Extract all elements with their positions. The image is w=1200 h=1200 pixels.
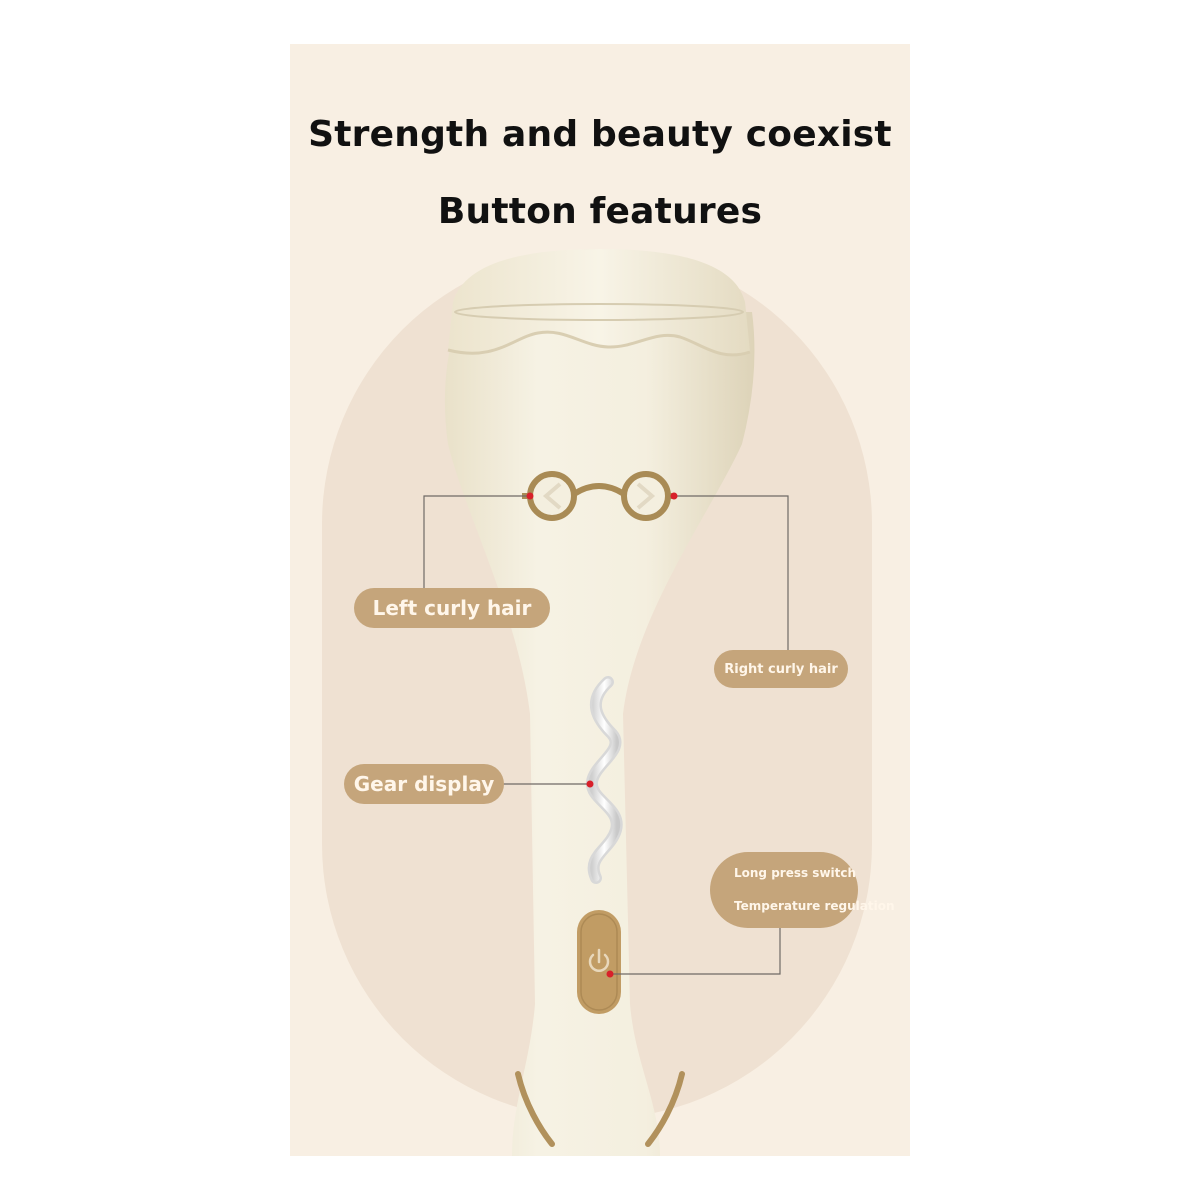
- power-button-label-line2: Temperature regulation: [734, 899, 895, 913]
- button-bridge: [572, 483, 626, 497]
- hair-curler-illustration: [423, 249, 789, 1156]
- left-curl-button: [527, 471, 577, 521]
- device-cap: [448, 249, 750, 355]
- leader-left: [423, 495, 530, 592]
- right-curl-button: [621, 471, 671, 521]
- bottom-accent-left: [515, 1071, 555, 1147]
- gear-display-label: Gear display: [344, 764, 504, 804]
- pointer-right: [670, 492, 678, 500]
- leader-right: [674, 495, 789, 650]
- page-title: Strength and beauty coexist: [308, 114, 892, 155]
- chevron-left-icon: [542, 482, 562, 510]
- bottom-accent-right: [645, 1071, 685, 1147]
- power-button-label: Long press switch Temperature regulation: [710, 852, 895, 928]
- pointer-left: [526, 492, 534, 500]
- chevron-right-icon: [636, 482, 656, 510]
- leader-power: [610, 928, 781, 975]
- power-icon: [588, 948, 610, 972]
- product-panel: Strength and beauty coexist Button featu…: [290, 44, 910, 1156]
- pointer-gear: [586, 780, 594, 788]
- left-curly-hair-label: Left curly hair: [354, 588, 550, 628]
- leader-lines: [423, 495, 789, 975]
- power-button-label-line1: Long press switch: [734, 866, 857, 880]
- pointer-dots: [526, 492, 678, 978]
- cap-wave-edge: [447, 330, 751, 357]
- page-subtitle: Button features: [437, 191, 763, 232]
- right-curly-hair-label: Right curly hair: [714, 650, 848, 688]
- device-body: [444, 312, 755, 1156]
- pointer-power: [606, 970, 614, 978]
- cap-rim: [454, 303, 744, 321]
